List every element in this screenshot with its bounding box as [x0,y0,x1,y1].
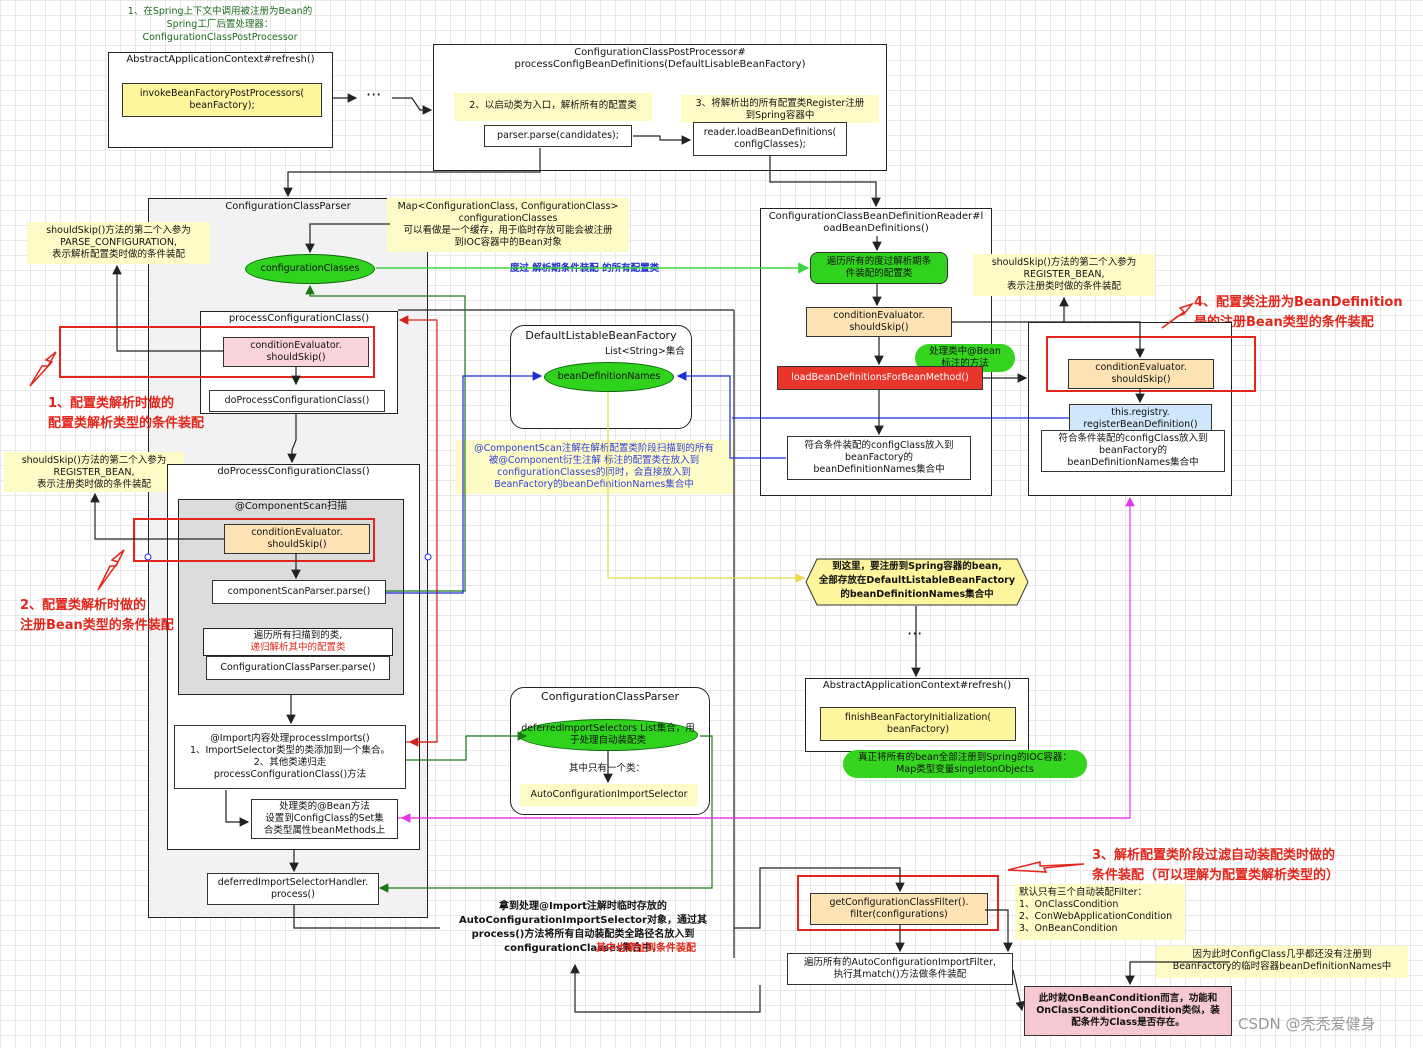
reader-title: ConfigurationClassBeanDefinitionReader#l… [768,211,984,234]
do-title: doProcessConfigurationClass() [217,466,370,477]
bean-methods-node[interactable]: 处理类的@Bean方法 设置到ConfigClass的Set集 合类型属性bea… [251,799,398,839]
import-node[interactable]: @Import内容处理processImports() 1、ImportSele… [174,725,406,789]
map-note: Map<ConfigurationClass, ConfigurationCla… [387,198,629,252]
top-note: 1、在Spring上下文中调用被注册为Bean的 Spring工厂后置处理器： … [127,6,313,43]
parser-title: ConfigurationClassParser [225,201,351,212]
config-classes-ellipse[interactable]: configurationClasses [245,254,375,284]
pcc-title: processConfigurationClass() [228,313,370,324]
label-4: 4、配置类注册为BeanDefinition 是的注册Bean类型的条件装配 [1194,295,1403,330]
ccp2-title: ConfigurationClassParser [541,690,679,703]
reader-traverse-node[interactable]: 遍历所有的度过解析期条 件装配的配置类 [810,252,948,284]
bean-names-ellipse[interactable]: beanDefinitionNames [544,362,674,392]
ccp-parse-node[interactable]: ConfigurationClassParser.parse() [206,656,390,680]
skip-note-1: shouldSkip()方法的第二个入参为 PARSE_CONFIGURATIO… [27,222,210,264]
redbox-1 [59,326,375,378]
label-3: 3、解析配置类阶段过滤自动装配类时做的 条件装配（可以理解为配置类解析类型的） [1092,848,1340,883]
pcc-box: processConfigurationClass() conditionEva… [200,311,398,414]
traverse-line-2: 递归解析其中的配置类 [250,642,346,653]
finish-node[interactable]: finishBeanFactoryInitialization( beanFac… [820,707,1016,741]
parse-node[interactable]: parser.parse(candidates); [484,125,632,147]
scan-title: @ComponentScan扫描 [234,501,348,512]
redbox-2 [133,518,375,562]
only-one-text: 其中只有一个类： [569,763,646,774]
redbox-4 [1046,336,1256,392]
traverse-filter-node[interactable]: 遍历所有的AutoConfigurationImportFilter, 执行其m… [787,953,1013,985]
reader-cond-node[interactable]: conditionEvaluator. shouldSkip() [806,307,952,337]
ccpp-box: ConfigurationClassPostProcessor# process… [433,44,887,171]
invoke-node[interactable]: invokeBeanFactoryPostProcessors( beanFac… [122,83,322,117]
refresh2-box: AbstractApplicationContext#refresh() fin… [805,678,1029,752]
auto-node[interactable]: AutoConfigurationImportSelector [520,784,698,806]
reader-put-node[interactable]: 符合条件装配的configClass放入到 beanFactory的 beanD… [787,436,971,480]
dlbf-title: DefaultListableBeanFactory [525,329,677,342]
refresh-title: AbstractApplicationContext#refresh() [126,54,315,65]
traverse-box: 遍历所有扫描到的类, 递归解析其中的配置类 [203,628,393,656]
right-put-node[interactable]: 符合条件装配的configClass放入到 beanFactory的 beanD… [1041,430,1225,472]
deferred-handler-node[interactable]: deferredImportSelectorHandler. process() [207,873,379,905]
component-note: @ComponentScan注解在解析配置类阶段扫描到的所有 被@Compone… [455,440,733,494]
dots-1: ··· [366,85,382,104]
register-node[interactable]: this.registry. registerBeanDefinition() [1069,404,1212,434]
temp-note: 因为此时ConfigClass几乎都还没有注册到 BeanFactory的临时容… [1156,946,1408,978]
right-cond-node[interactable]: conditionEvaluator. shouldSkip() [1068,359,1214,389]
ioc-cloud: 真正将所有的bean全部注册到Spring的IOC容器： Map类型变量sing… [843,750,1087,778]
dlbf-list: List<String>集合 [605,346,685,357]
ccpp-note2: 2、以启动类为入口，解析所有的配置类 [454,93,652,121]
load-node[interactable]: reader.loadBeanDefinitions( configClasse… [693,122,847,156]
csp-parse-node[interactable]: componentScanParser.parse() [212,580,386,604]
right-skip-note: shouldSkip()方法的第二个入参为 REGISTER_BEAN, 表示注… [973,254,1155,296]
ccpp-note3: 3、将解析出的所有配置类Register注册 到Spring容器中 [681,95,879,123]
filter-node[interactable]: getConfigurationClassFilter(). filter(co… [810,893,988,925]
arrow-label: 度过 解析期条件装配 的所有配置类 [510,263,660,274]
skip-note-2: shouldSkip()方法的第二个入参为 REGISTER_BEAN, 表示注… [4,452,184,492]
deferred-ellipse[interactable]: deferredImportSelectors List集合，用于处理自动装配类 [518,719,698,751]
onbean-node[interactable]: 此时就OnBeanCondition而言，功能和 OnClassConditio… [1024,986,1232,1036]
filter-note: 默认只有三个自动装配Filter： 1、OnClassCondition 2、C… [1015,884,1185,940]
dots-2: ··· [907,624,923,643]
handle-note-b: 其中也牵扯到条件装配 [596,943,696,954]
label-1: 1、配置类解析时做的 配置类解析类型的条件装配 [48,396,205,431]
hexagon-text: 到这里，要注册到Spring容器的bean, 全部存放在DefaultLista… [818,561,1016,600]
do-pcc-node[interactable]: doProcessConfigurationClass() [209,390,385,412]
ccpp-title: ConfigurationClassPostProcessor# process… [514,47,806,70]
label-2: 2、配置类解析时做的 注册Bean类型的条件装配 [20,598,174,633]
refresh2-title: AbstractApplicationContext#refresh() [822,680,1012,691]
refresh-box: AbstractApplicationContext#refresh() inv… [108,52,333,148]
handle-note-a: 拿到处理@Import注解时临时存放的 AutoConfigurationImp… [459,901,707,954]
load-method-node[interactable]: loadBeanDefinitionsForBeanMethod() [777,366,983,390]
traverse-line-1: 遍历所有扫描到的类, [253,630,343,641]
watermark: CSDN @秃秃爱健身 [1238,1015,1376,1033]
